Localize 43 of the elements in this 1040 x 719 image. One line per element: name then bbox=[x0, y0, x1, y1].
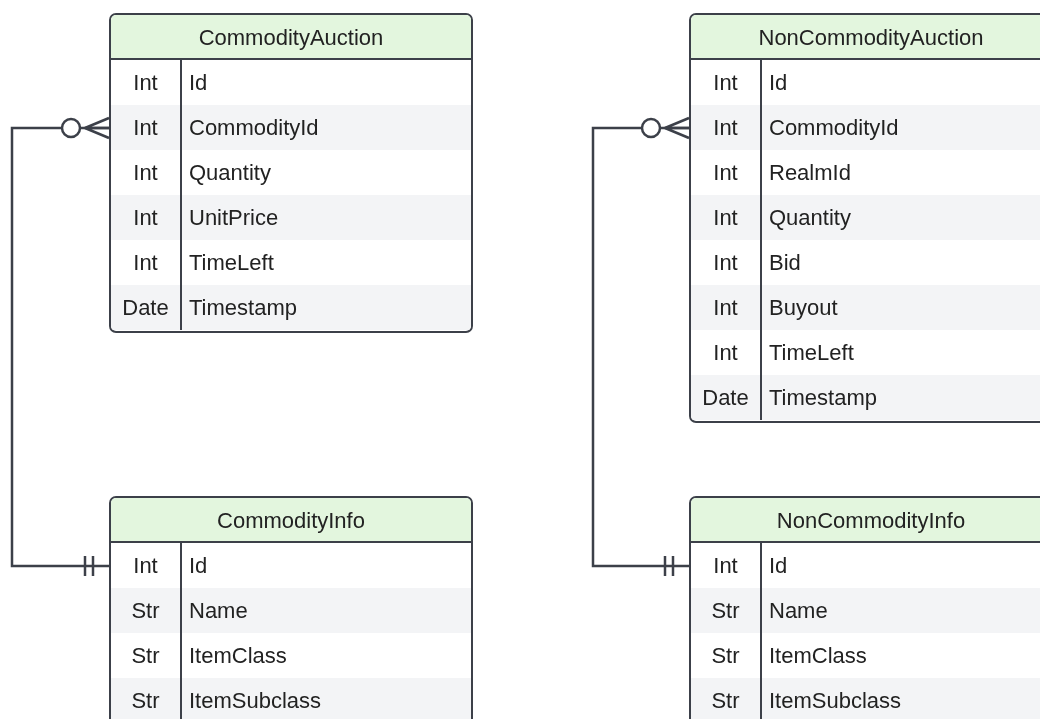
type-cell: Str bbox=[111, 678, 182, 719]
field-cell-text: Id bbox=[188, 69, 209, 97]
field-cell-text: Quantity bbox=[188, 159, 272, 187]
type-cell: Date bbox=[691, 375, 762, 420]
field-cell-text: Id bbox=[188, 552, 209, 580]
field-cell-text: CommodityId bbox=[768, 114, 900, 142]
type-cell: Int bbox=[691, 195, 762, 240]
type-cell: Str bbox=[691, 588, 762, 633]
field-cell-text: ItemClass bbox=[768, 642, 868, 670]
table-header: NonCommodityAuction bbox=[691, 15, 1040, 60]
table-header: NonCommodityInfo bbox=[691, 498, 1040, 543]
table-header: CommodityAuction bbox=[111, 15, 471, 60]
field-cell-text: TimeLeft bbox=[188, 249, 275, 277]
type-cell: Str bbox=[111, 588, 182, 633]
field-cell-text: ItemClass bbox=[188, 642, 288, 670]
field-cell-text: Timestamp bbox=[188, 294, 298, 322]
type-cell: Str bbox=[691, 678, 762, 719]
field-cell-text: TimeLeft bbox=[768, 339, 855, 367]
type-cell: Date bbox=[111, 285, 182, 330]
field-cell-text: Name bbox=[188, 597, 249, 625]
table-header: CommodityInfo bbox=[111, 498, 471, 543]
type-cell: Int bbox=[691, 285, 762, 330]
field-cell-text: CommodityId bbox=[188, 114, 320, 142]
entity-table bbox=[689, 13, 1040, 423]
relationship-line bbox=[10, 116, 111, 578]
type-cell: Int bbox=[691, 105, 762, 150]
type-cell: Int bbox=[111, 195, 182, 240]
field-cell-text: Buyout bbox=[768, 294, 839, 322]
field-cell-text: Bid bbox=[768, 249, 802, 277]
entity-table bbox=[109, 13, 473, 333]
type-cell: Int bbox=[111, 105, 182, 150]
field-cell-text: Timestamp bbox=[768, 384, 878, 412]
field-cell-text: Name bbox=[768, 597, 829, 625]
field-cell-text: RealmId bbox=[768, 159, 852, 187]
entity-table bbox=[109, 496, 473, 719]
field-cell-text: Id bbox=[768, 69, 789, 97]
field-cell-text: UnitPrice bbox=[188, 204, 280, 232]
field-cell-text: Quantity bbox=[768, 204, 852, 232]
field-cell-text: Id bbox=[768, 552, 789, 580]
entity-table bbox=[689, 496, 1040, 719]
field-cell-text: ItemSubclass bbox=[188, 687, 323, 715]
field-cell-text: ItemSubclass bbox=[768, 687, 903, 715]
relationship-line bbox=[591, 116, 691, 578]
